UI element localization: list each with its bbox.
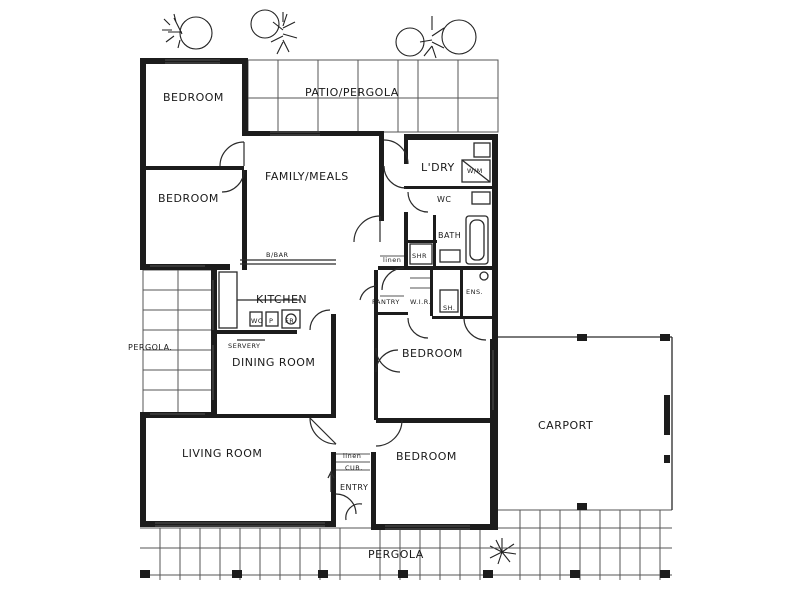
windows (150, 59, 494, 530)
room-label-bedroom-w: BEDROOM (158, 192, 219, 205)
room-label-linen-entry: linen (343, 452, 361, 460)
room-label-servery: SERVERY (228, 342, 261, 350)
tree-icon (395, 16, 477, 59)
room-label-shr: SHR (412, 252, 427, 260)
room-label-bath: BATH (438, 231, 461, 240)
south-pergola-grid (140, 509, 672, 580)
carport-posts (577, 334, 670, 510)
door-swings (219, 139, 487, 521)
shrub-icon (489, 538, 517, 565)
room-label-bbar: B/BAR (266, 251, 289, 259)
room-label-pantry: PANTRY (372, 298, 400, 306)
pergola-posts (140, 570, 670, 578)
room-label-wm: W/M (467, 167, 483, 175)
room-label-family: FAMILY/MEALS (265, 170, 349, 183)
room-label-pergola-s: PERGOLA (368, 548, 424, 561)
room-label-ens: ENS. (466, 288, 483, 296)
appliance-label-fr: FR (285, 317, 294, 325)
room-label-pergola-w: PERGOLA. (128, 343, 172, 352)
room-label-dining: DINING ROOM (232, 356, 315, 369)
room-label-patio: PATIO/PERGOLA (305, 86, 399, 99)
room-label-wir: W.I.R. (410, 298, 431, 306)
shelving (336, 255, 430, 471)
interior-walls (146, 134, 492, 420)
kitchen-bench (218, 259, 336, 341)
bathtub (465, 215, 489, 265)
laundry-fixtures (461, 142, 491, 205)
tree-icon (250, 9, 298, 55)
bath-fixtures (409, 243, 489, 313)
appliance-label-p: P (269, 317, 273, 325)
room-label-bedroom-nw: BEDROOM (163, 91, 224, 104)
room-label-bedroom-mid: BEDROOM (402, 347, 463, 360)
appliance-label-wo: WO (251, 317, 264, 325)
room-label-living: LIVING ROOM (182, 447, 262, 460)
room-label-sh: SH. (443, 304, 455, 312)
room-label-laundry: L'DRY (421, 161, 455, 174)
entry-arrow (327, 470, 335, 492)
room-label-cub: CUB. (345, 464, 363, 472)
room-label-carport: CARPORT (538, 419, 593, 432)
room-label-kitchen: KITCHEN (256, 293, 307, 306)
room-label-linen-top: linen (383, 256, 401, 264)
room-label-bedroom-se: BEDROOM (396, 450, 457, 463)
room-label-wc: WC (437, 195, 452, 204)
room-label-entry: ENTRY (340, 483, 368, 492)
tree-icon (162, 13, 213, 50)
exterior-walls (140, 58, 498, 530)
